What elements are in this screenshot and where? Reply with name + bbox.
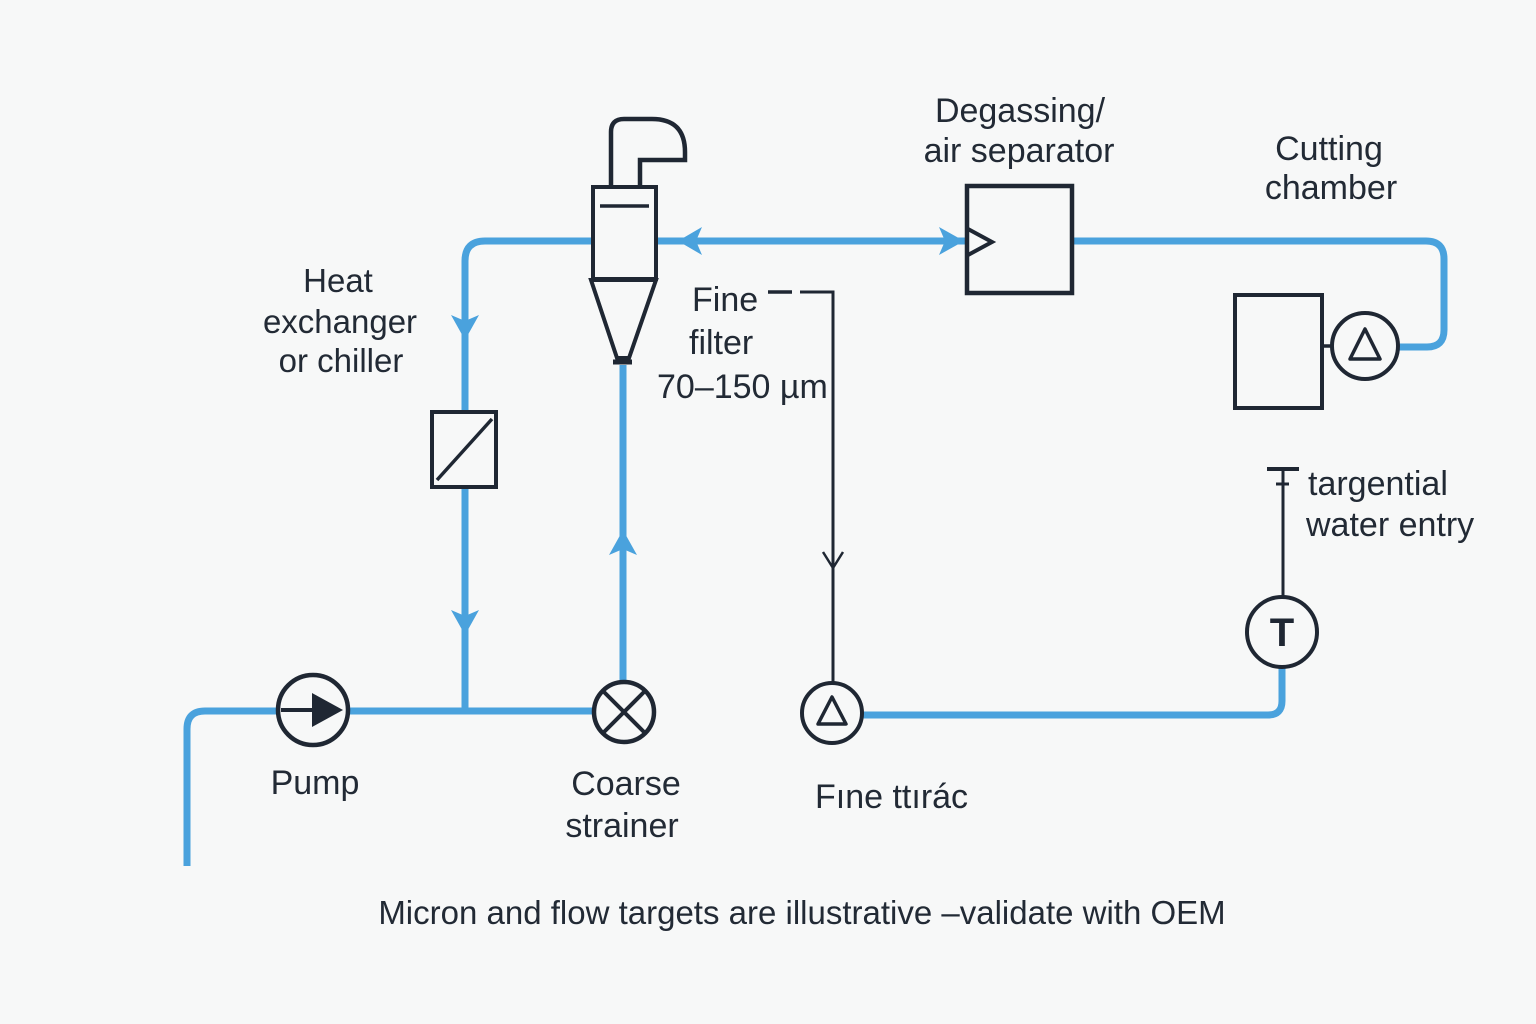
pump-symbol [275,672,351,748]
degasser-chevron-icon [967,227,997,257]
flow-arrow-right-icon [939,227,964,255]
fine-filter-label-line2: filter [689,324,753,362]
degassing-label-line1: Degassing/ [935,92,1106,130]
pressure-gauge-symbol [800,681,864,745]
delta-icon [816,695,848,726]
coarse-strainer-symbol [591,679,657,745]
degasser-symbol [964,183,1075,296]
coarse-strainer-label-line2: strainer [565,807,678,845]
flow-arrow-left-icon [678,227,702,255]
pump-arrow-icon [312,693,343,727]
cyclone-vortex-pipe [608,116,688,189]
coarse-strainer-label-line1: Coarse [571,765,681,803]
chamber-return-pipe [863,666,1286,719]
flow-arrow-up-icon [609,530,637,555]
inlet-pipe [183,707,624,866]
equipment: T [275,116,1400,748]
heat-exchanger-label-line1: Heat [303,262,373,299]
labels: Heat exchanger or chiller Pump Coarse st… [263,92,1474,931]
fine-filter-cyclone-symbol [588,116,688,365]
heat-exchanger-symbol [430,410,498,489]
fine-filter-label-line1: Fine [692,281,758,319]
leader-lines [768,290,1333,683]
water-entry-label-line2: water entry [1305,506,1474,544]
water-entry-label-line1: targential [1308,465,1448,503]
temperature-indicator-symbol: T [1245,595,1319,669]
temperature-tag-letter: T [1270,611,1294,655]
top-return-pipe [657,237,1448,351]
fine-filter-label-line3: 70–150 µm [657,368,828,406]
heat-exchanger-label-line2: exchanger [263,303,417,340]
cyclone-body [591,185,658,281]
delta-icon [1348,327,1382,361]
degassing-label-line2: air separator [924,132,1115,170]
footnote-label: Micron and flow targets are illustrative… [378,894,1225,931]
piping [183,237,1448,866]
flow-arrow-down-icon [451,610,479,635]
fine-filter-leader-line [800,290,835,683]
flow-arrows [451,227,964,635]
heat-exchanger-label-line3: or chiller [279,342,404,379]
cutting-chamber-symbol [1233,293,1400,410]
leader-arrow-down-icon [821,551,845,569]
pump-label: Pump [271,764,360,802]
cyclone-cone [588,278,659,360]
fine-trac-label: Fıne ttırác [815,778,968,816]
cutting-chamber-label-line2: chamber [1265,169,1397,207]
chiller-branch-pipe [461,237,593,711]
cutting-chamber-label-line1: Cutting [1275,130,1383,168]
flow-arrow-down-icon [451,315,479,340]
chamber-gauge-circle [1330,311,1400,381]
